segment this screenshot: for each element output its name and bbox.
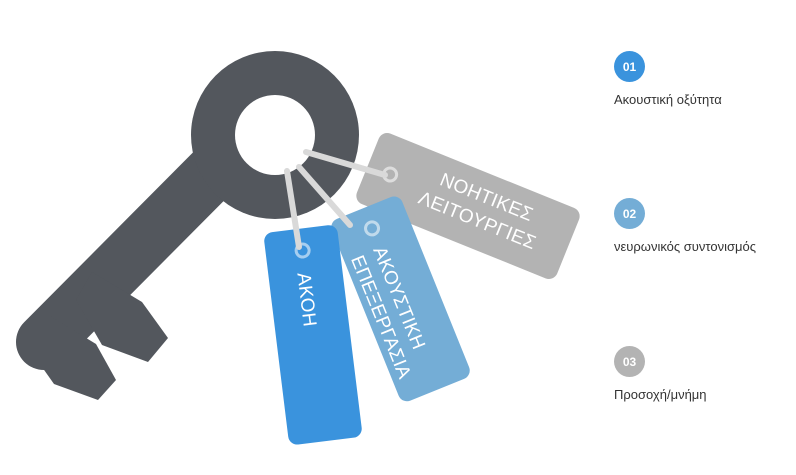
key-teeth	[30, 272, 168, 400]
key-ring	[191, 51, 359, 219]
legend-badge-01: 01	[614, 51, 645, 82]
legend-label-01: Ακουστική οξύτητα	[614, 92, 722, 107]
legend-item-01: 01 Ακουστική οξύτητα	[614, 51, 722, 107]
key-shaft	[16, 142, 243, 370]
legend-item-03: 03 Προσοχή/μνήμη	[614, 346, 707, 402]
legend-badge-02: 02	[614, 198, 645, 229]
legend-label-03: Προσοχή/μνήμη	[614, 387, 707, 402]
legend-badge-03: 03	[614, 346, 645, 377]
key	[16, 51, 359, 400]
key-strings	[284, 149, 388, 250]
key-diagram: ΝΟΗΤΙΚΕΣ ΛΕΙΤΟΥΡΓΙΕΣ ΑΚΟΥΣΤΙΚΗ ΕΠΕΞΕΡΓΑΣ…	[16, 51, 580, 445]
tag-akoi: ΑΚΟΗ	[264, 225, 362, 445]
legend-item-02: 02 νευρωνικός συντονισμός	[614, 198, 756, 254]
legend-label-02: νευρωνικός συντονισμός	[614, 239, 756, 254]
